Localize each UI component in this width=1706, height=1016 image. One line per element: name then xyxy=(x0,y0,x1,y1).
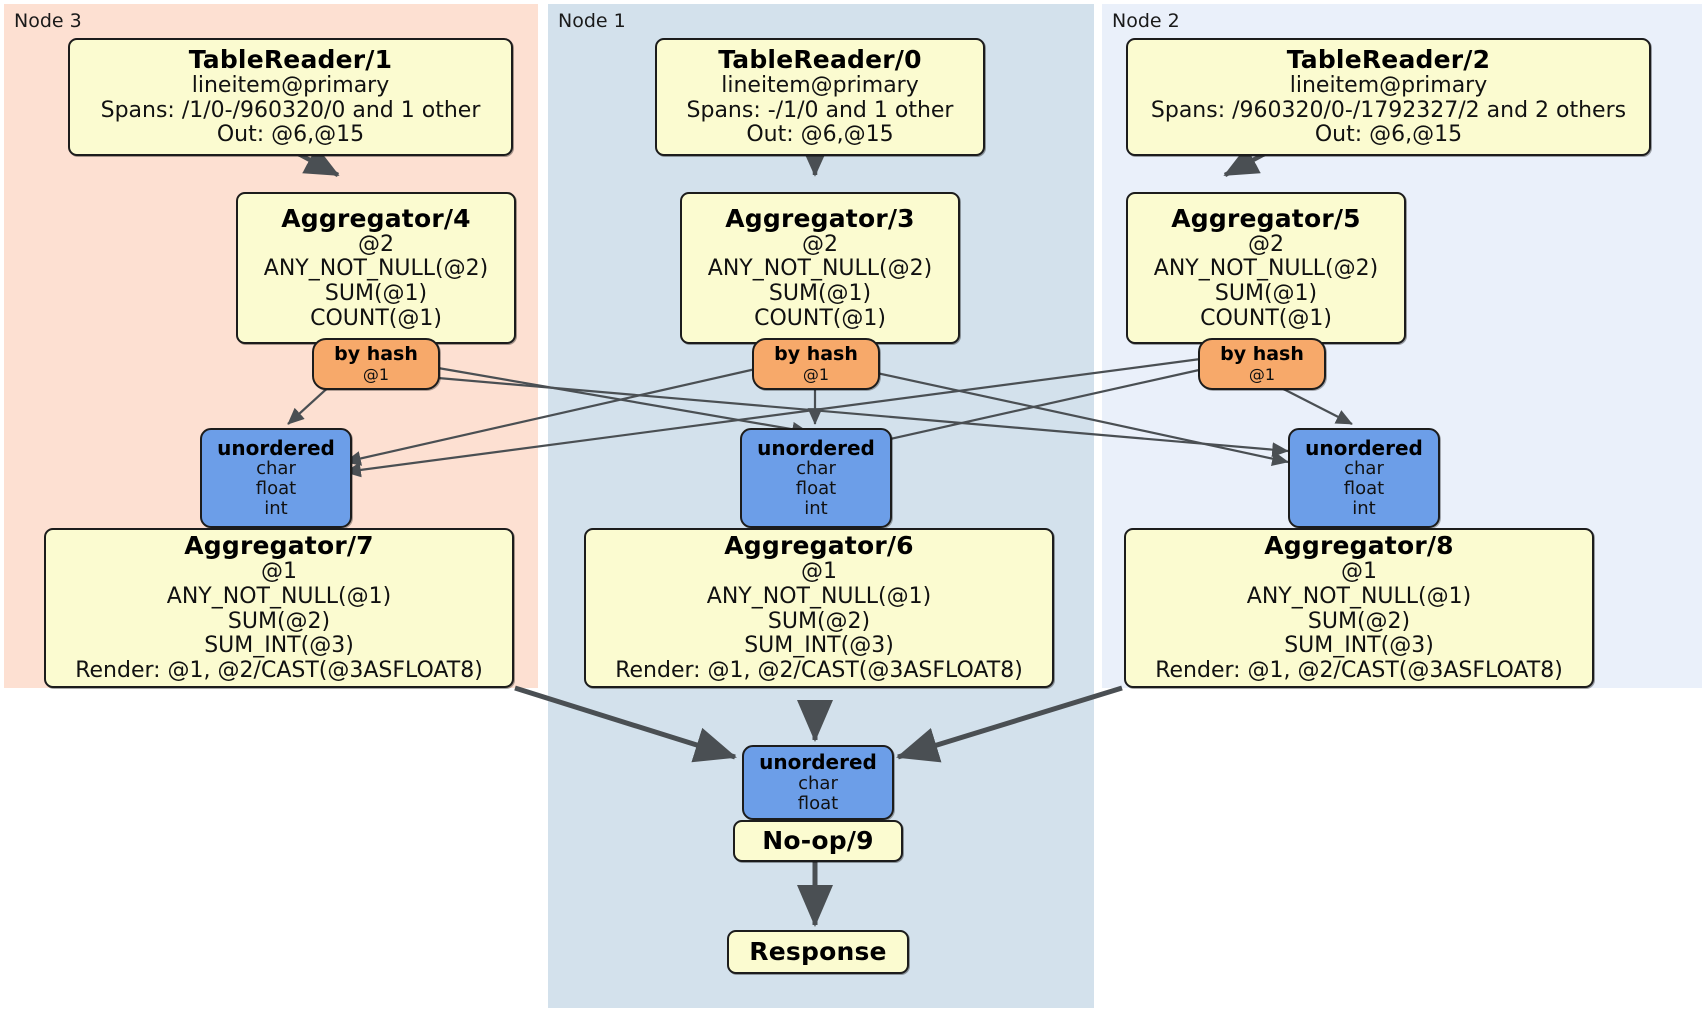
processor-detail: SUM(@1) xyxy=(768,281,872,306)
processor-detail: Out: @6,@15 xyxy=(1314,122,1463,148)
processor-detail: SUM_INT(@3) xyxy=(1284,633,1434,659)
processor-detail: @2 xyxy=(802,231,838,257)
router-title: by hash xyxy=(774,343,858,366)
processor-detail: SUM(@1) xyxy=(324,281,428,306)
processor-noop-9[interactable]: No-op/9 xyxy=(733,820,903,862)
processor-aggregator-7[interactable]: Aggregator/7 @1 ANY_NOT_NULL(@1) SUM(@2)… xyxy=(44,528,514,688)
sync-type: char xyxy=(798,772,838,794)
processor-detail: @1 xyxy=(261,559,297,585)
processor-detail: ANY_NOT_NULL(@1) xyxy=(706,584,932,610)
sync-type: int xyxy=(264,498,288,520)
processor-detail: SUM_INT(@3) xyxy=(204,633,354,659)
processor-detail: ANY_NOT_NULL(@2) xyxy=(1153,256,1379,282)
processor-detail: SUM_INT(@3) xyxy=(744,633,894,659)
processor-tablereader-2[interactable]: TableReader/2 lineitem@primary Spans: /9… xyxy=(1126,38,1651,156)
sync-title: unordered xyxy=(1305,435,1423,460)
sync-title: unordered xyxy=(759,750,877,775)
processor-aggregator-4[interactable]: Aggregator/4 @2 ANY_NOT_NULL(@2) SUM(@1)… xyxy=(236,192,516,344)
processor-detail: ANY_NOT_NULL(@1) xyxy=(1246,584,1472,610)
router-title: by hash xyxy=(1220,343,1304,366)
node-panel-label: Node 1 xyxy=(558,10,626,32)
processor-aggregator-5[interactable]: Aggregator/5 @2 ANY_NOT_NULL(@2) SUM(@1)… xyxy=(1126,192,1406,344)
processor-title: Aggregator/7 xyxy=(184,531,374,561)
processor-title: TableReader/0 xyxy=(718,45,922,75)
router-detail: @1 xyxy=(1248,364,1276,384)
processor-detail: SUM(@2) xyxy=(1307,608,1411,634)
processor-detail: lineitem@primary xyxy=(721,73,919,99)
edge-hash-to-unordered xyxy=(287,356,1353,478)
processor-detail: @1 xyxy=(801,559,837,585)
sync-type: float xyxy=(1343,478,1385,500)
processor-render: Render: @1, @2/CAST(@3ASFLOAT8) xyxy=(615,657,1023,683)
processor-tablereader-0[interactable]: TableReader/0 lineitem@primary Spans: -/… xyxy=(655,38,985,156)
sync-type: float xyxy=(797,792,839,814)
output-router-by-hash-mid[interactable]: by hash @1 xyxy=(752,338,880,390)
processor-tablereader-1[interactable]: TableReader/1 lineitem@primary Spans: /1… xyxy=(68,38,513,156)
processor-title: Aggregator/8 xyxy=(1264,531,1454,561)
sync-type: int xyxy=(1352,498,1376,520)
processor-title: TableReader/2 xyxy=(1286,45,1491,75)
processor-title: Aggregator/5 xyxy=(1171,203,1361,233)
processor-detail: SUM(@2) xyxy=(767,608,871,634)
processor-detail: COUNT(@1) xyxy=(1200,305,1332,331)
processor-aggregator-8[interactable]: Aggregator/8 @1 ANY_NOT_NULL(@1) SUM(@2)… xyxy=(1124,528,1594,688)
router-title: by hash xyxy=(334,343,418,366)
node-panel-label: Node 3 xyxy=(14,10,82,32)
processor-title: TableReader/1 xyxy=(188,45,393,75)
sync-type: int xyxy=(804,498,828,520)
processor-detail: @2 xyxy=(358,231,394,257)
processor-detail: @2 xyxy=(1248,231,1284,257)
sync-type: float xyxy=(255,478,297,500)
processor-detail: Out: @6,@15 xyxy=(746,122,894,148)
processor-title: Aggregator/3 xyxy=(725,203,915,233)
router-detail: @1 xyxy=(362,364,390,384)
sync-type: char xyxy=(1344,457,1384,479)
input-sync-unordered-left[interactable]: unordered char float int xyxy=(200,428,352,528)
processor-render: Render: @1, @2/CAST(@3ASFLOAT8) xyxy=(75,657,483,683)
processor-detail: lineitem@primary xyxy=(1289,73,1488,99)
input-sync-unordered-mid[interactable]: unordered char float int xyxy=(740,428,892,528)
processor-detail: Out: @6,@15 xyxy=(216,122,365,148)
sync-title: unordered xyxy=(757,435,875,460)
node-panel-label: Node 2 xyxy=(1112,10,1180,32)
processor-detail: @1 xyxy=(1341,559,1377,585)
processor-detail: Spans: /960320/0-/1792327/2 and 2 others xyxy=(1150,97,1627,123)
processor-detail: ANY_NOT_NULL(@2) xyxy=(263,256,489,282)
processor-detail: COUNT(@1) xyxy=(310,305,442,331)
edge-aggregator-to-final-unordered xyxy=(514,685,1123,763)
processor-detail: Spans: /1/0-/960320/0 and 1 other xyxy=(100,97,481,123)
processor-detail: COUNT(@1) xyxy=(754,305,886,331)
processor-aggregator-6[interactable]: Aggregator/6 @1 ANY_NOT_NULL(@1) SUM(@2)… xyxy=(584,528,1054,688)
processor-render: Render: @1, @2/CAST(@3ASFLOAT8) xyxy=(1155,657,1563,683)
processor-title: Response xyxy=(749,937,887,966)
processor-aggregator-3[interactable]: Aggregator/3 @2 ANY_NOT_NULL(@2) SUM(@1)… xyxy=(680,192,960,344)
sync-type: float xyxy=(795,478,837,500)
router-detail: @1 xyxy=(802,364,830,384)
processor-detail: SUM(@2) xyxy=(227,608,331,634)
input-sync-unordered-right[interactable]: unordered char float int xyxy=(1288,428,1440,528)
sync-type: char xyxy=(256,457,296,479)
processor-response[interactable]: Response xyxy=(727,930,909,974)
processor-detail: ANY_NOT_NULL(@2) xyxy=(707,256,933,282)
processor-title: Aggregator/6 xyxy=(724,531,914,561)
sync-type: char xyxy=(796,457,836,479)
processor-title: Aggregator/4 xyxy=(281,203,471,233)
processor-title: No-op/9 xyxy=(762,826,874,855)
processor-detail: lineitem@primary xyxy=(191,73,390,99)
processor-detail: SUM(@1) xyxy=(1214,281,1318,306)
input-sync-unordered-final[interactable]: unordered char float xyxy=(742,745,894,820)
processor-detail: Spans: -/1/0 and 1 other xyxy=(686,97,954,123)
output-router-by-hash-left[interactable]: by hash @1 xyxy=(312,338,440,390)
output-router-by-hash-right[interactable]: by hash @1 xyxy=(1198,338,1326,390)
sync-title: unordered xyxy=(217,435,335,460)
processor-detail: ANY_NOT_NULL(@1) xyxy=(166,584,392,610)
